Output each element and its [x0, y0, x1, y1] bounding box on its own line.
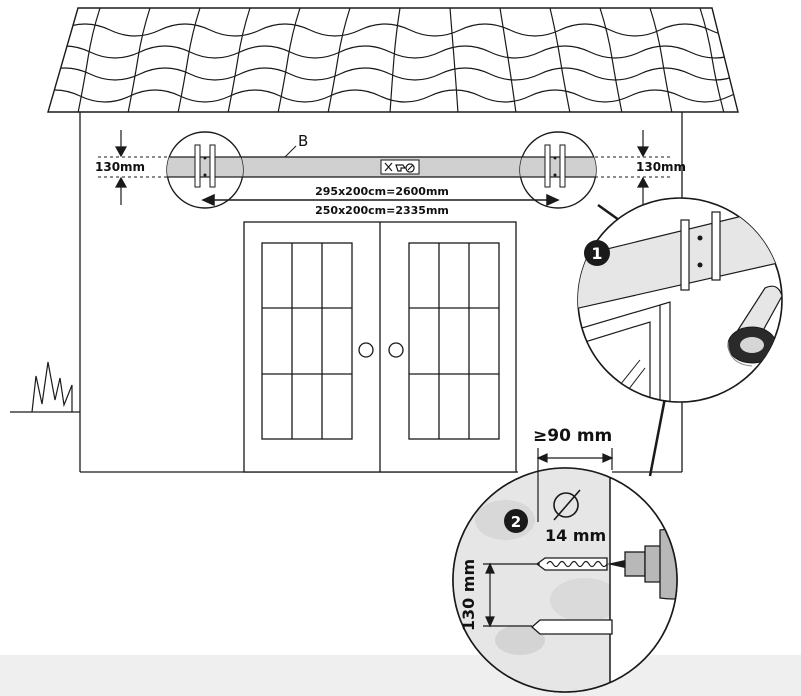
step-1-number: 1 [591, 244, 602, 263]
height-dimension-left [114, 130, 128, 205]
bottom-panel [0, 655, 801, 696]
door-knob-left [358, 342, 374, 358]
height-dimension-right [636, 130, 650, 205]
no-power-tool-icon [380, 159, 420, 175]
height-label-right: 130mm [636, 160, 686, 174]
step-badge-1 [584, 240, 610, 266]
diameter-icon [553, 489, 581, 521]
width-dimension [201, 193, 560, 207]
double-door [243, 221, 517, 473]
height-label-left: 130mm [95, 160, 145, 174]
drill-icon [607, 528, 677, 600]
min-depth-label: ≥90 mm [533, 426, 612, 446]
detail-circle-1: 1 [577, 197, 783, 403]
roof [47, 7, 739, 113]
hole-spacing-label: 130 mm [459, 559, 478, 631]
depth-dimension [536, 448, 614, 522]
rail-letter: B [298, 132, 308, 150]
leader-line-2 [648, 397, 667, 477]
bracket-detail-left [166, 131, 244, 209]
diameter-label: 14 mm [545, 526, 606, 545]
tape-roll-icon [727, 285, 782, 367]
grass [10, 361, 80, 413]
wall-plug-icon [531, 557, 613, 635]
size-label-2: 250x200cm=2335mm [315, 204, 449, 217]
door-knob-right [388, 342, 404, 358]
step-badge-2 [504, 509, 528, 533]
step-2-number: 2 [511, 513, 521, 531]
spacing-dimension [483, 562, 540, 628]
rail-b: B [204, 132, 561, 178]
bracket-detail-right [519, 131, 597, 209]
size-label-1: 295x200cm=2600mm [315, 185, 449, 198]
height-guides [98, 156, 672, 178]
